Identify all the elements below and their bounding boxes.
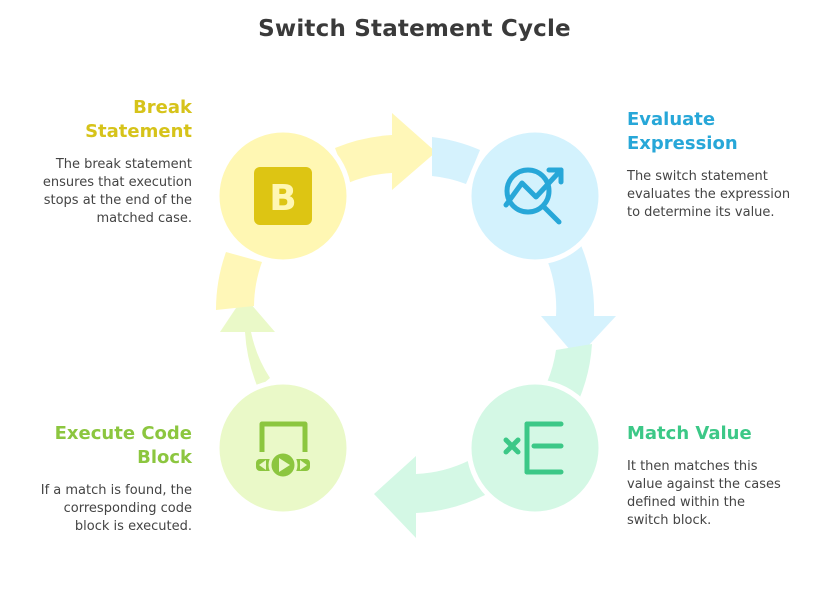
desc-line: switch block.	[627, 513, 712, 528]
arrow-execute-to-break	[220, 296, 275, 388]
heading-line: Evaluate	[627, 109, 716, 130]
step-description: It then matches this value against the c…	[627, 458, 822, 530]
page-title: Switch Statement Cycle	[258, 16, 571, 42]
desc-line: block is executed.	[74, 519, 192, 534]
arc-break-tail	[215, 252, 262, 310]
desc-line: to determine its value.	[627, 205, 775, 220]
desc-line: stops at the end of the	[43, 193, 192, 208]
desc-line: If a match is found, the	[40, 483, 192, 498]
letter-b-glyph: B	[269, 178, 296, 219]
arrow-break-to-evaluate	[335, 113, 436, 190]
arrow-evaluate-to-match	[541, 243, 616, 358]
list-match-icon	[503, 421, 564, 475]
heading-line: Break	[133, 97, 192, 118]
step-description: The switch statement evaluates the expre…	[627, 168, 822, 222]
step-description: The break statement ensures that executi…	[10, 156, 192, 228]
desc-line: evaluates the expression	[627, 187, 791, 202]
desc-line: value against the cases	[627, 477, 781, 492]
step-heading: Match Value	[627, 422, 822, 446]
arrow-match-to-execute	[374, 456, 485, 538]
chart-magnifier-icon	[503, 167, 564, 225]
heading-line: Expression	[627, 133, 738, 154]
letter-b-icon: B	[254, 167, 312, 225]
step-heading: Break Statement	[10, 96, 192, 144]
desc-line: ensures that execution	[42, 175, 192, 190]
desc-line: matched case.	[96, 211, 192, 226]
desc-line: The switch statement	[627, 169, 768, 184]
step-heading: Execute Code Block	[10, 422, 192, 470]
media-play-icon	[256, 421, 310, 480]
desc-line: It then matches this	[627, 459, 758, 474]
desc-line: The break statement	[55, 157, 192, 172]
heading-line: Match Value	[627, 423, 752, 444]
step-description: If a match is found, the corresponding c…	[10, 482, 192, 536]
heading-line: Statement	[85, 121, 192, 142]
desc-line: corresponding code	[63, 501, 192, 516]
step-heading: Evaluate Expression	[627, 108, 822, 156]
desc-line: defined within the	[627, 495, 745, 510]
step-execute-code-block: Execute Code Block If a match is found, …	[10, 422, 192, 536]
arc-evaluate-tail	[432, 137, 480, 184]
heading-line: Block	[137, 447, 192, 468]
step-evaluate-expression: Evaluate Expression The switch statement…	[627, 108, 822, 222]
step-break-statement: Break Statement The break statement ensu…	[10, 96, 192, 228]
node-execute-code-block	[214, 379, 352, 517]
step-match-value: Match Value It then matches this value a…	[627, 422, 822, 530]
heading-line: Execute Code	[54, 423, 192, 444]
